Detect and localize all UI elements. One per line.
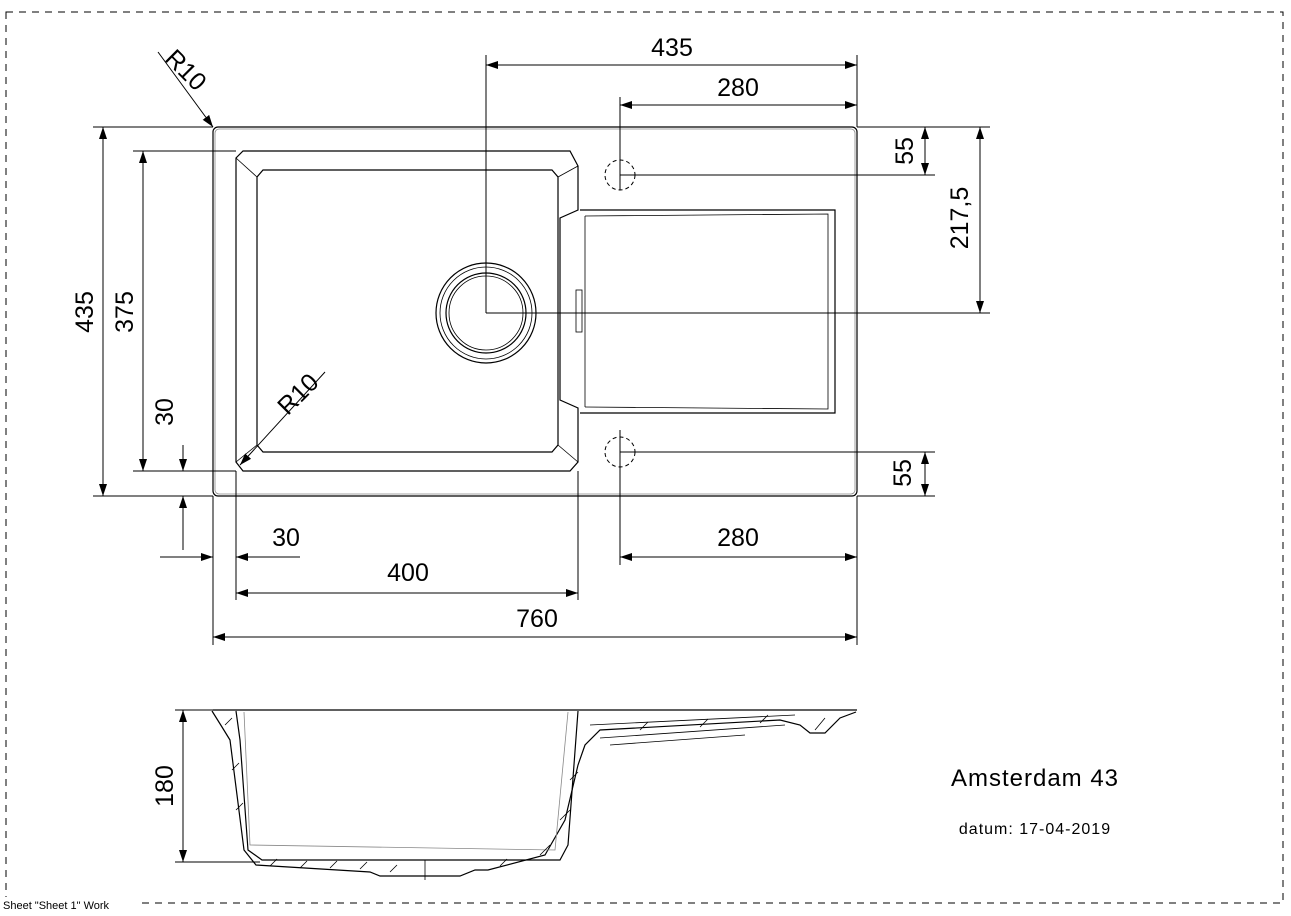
dim-section-180: 180	[151, 765, 179, 807]
product-name: Amsterdam 43	[951, 765, 1119, 792]
section-view	[211, 709, 857, 880]
bowl-inner	[256, 169, 559, 453]
drawing-date: datum: 17-04-2019	[959, 821, 1111, 838]
dimension-labels: 435 280 55 217,5 55 435 375 30 30 400 76…	[71, 34, 974, 807]
dim-radius-inner: R10	[272, 368, 324, 420]
dim-right-217-5: 217,5	[946, 187, 974, 250]
dim-bottom-760: 760	[516, 605, 558, 633]
top-view	[212, 126, 858, 497]
dim-left-30: 30	[151, 398, 179, 426]
dim-bottom-400: 400	[387, 559, 429, 587]
drainboard	[580, 209, 836, 414]
dim-radius-outer: R10	[160, 44, 212, 96]
dim-left-375: 375	[111, 291, 139, 333]
overflow-slot	[575, 289, 583, 333]
dim-bottom-280: 280	[717, 524, 759, 552]
dim-right-55-top: 55	[891, 137, 919, 165]
dimension-lines	[99, 51, 984, 863]
sheet-border	[5, 11, 1284, 904]
dim-left-435: 435	[71, 291, 99, 333]
dim-bottom-30: 30	[272, 524, 300, 552]
bowl-outer	[235, 150, 579, 472]
dim-right-55-bottom: 55	[889, 459, 917, 487]
sink-outline	[212, 126, 858, 497]
dim-top-435: 435	[651, 34, 693, 62]
dim-top-280: 280	[717, 74, 759, 102]
sheet-label: Sheet "Sheet 1" Work	[3, 900, 110, 912]
